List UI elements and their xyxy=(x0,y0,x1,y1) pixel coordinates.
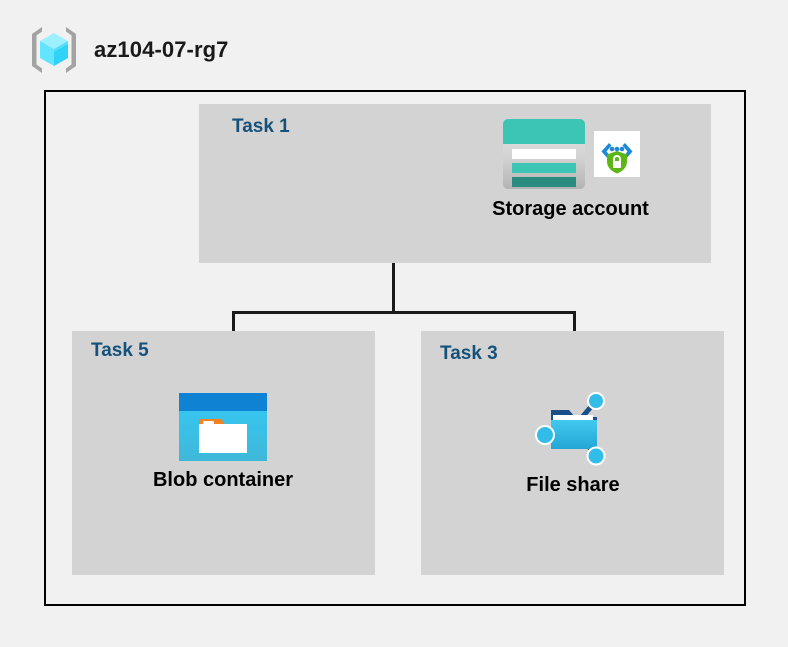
resource-group-header: az104-07-rg7 xyxy=(28,24,229,76)
resource-group-name: az104-07-rg7 xyxy=(94,37,229,62)
encryption-shield-icon xyxy=(593,131,640,177)
resource-node-file-share[interactable]: File share xyxy=(457,388,689,497)
task-label-5: Task 5 xyxy=(91,340,149,361)
connector-storage-to-bus xyxy=(392,263,395,314)
storage-account-icon xyxy=(502,118,586,190)
file-share-icon xyxy=(533,388,613,466)
task-panel-1[interactable]: Task 1 xyxy=(199,104,711,263)
blob-container-icon xyxy=(179,393,267,461)
resource-label-blob-container: Blob container xyxy=(152,469,293,491)
task-panel-3[interactable]: Task 3 xyxy=(421,331,724,575)
connector-distribution-bus xyxy=(232,311,576,314)
task-panel-5[interactable]: Task 5 xyxy=(72,331,375,575)
task-label-1: Task 1 xyxy=(232,116,290,137)
storage-account-icon-group xyxy=(502,118,640,190)
resource-node-blob-container[interactable]: Blob container xyxy=(103,393,343,492)
task-label-3: Task 3 xyxy=(440,343,498,364)
resource-group-boundary xyxy=(44,90,746,606)
blob-container-icon-group xyxy=(179,393,267,461)
resource-group-icon xyxy=(28,24,80,76)
resource-node-storage-account[interactable]: Storage account xyxy=(443,118,698,221)
resource-label-file-share: File share xyxy=(526,474,620,496)
resource-label-storage-account: Storage account xyxy=(492,198,649,220)
file-share-icon-group xyxy=(533,388,613,466)
